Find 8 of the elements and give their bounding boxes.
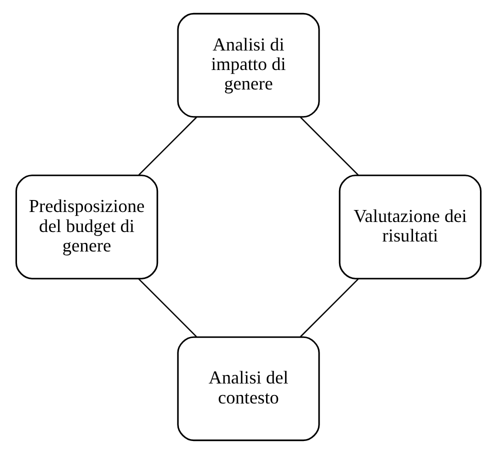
connector [138, 278, 196, 338]
connector [138, 116, 196, 176]
node-box: Analisi del contesto [176, 336, 320, 442]
node-box: Predisposizione del budget di genere [14, 174, 158, 280]
node-box: Analisi di impatto di genere [176, 12, 320, 118]
connector [300, 278, 358, 338]
node-box: Valutazione dei risultati [338, 174, 482, 280]
connector [300, 116, 358, 176]
